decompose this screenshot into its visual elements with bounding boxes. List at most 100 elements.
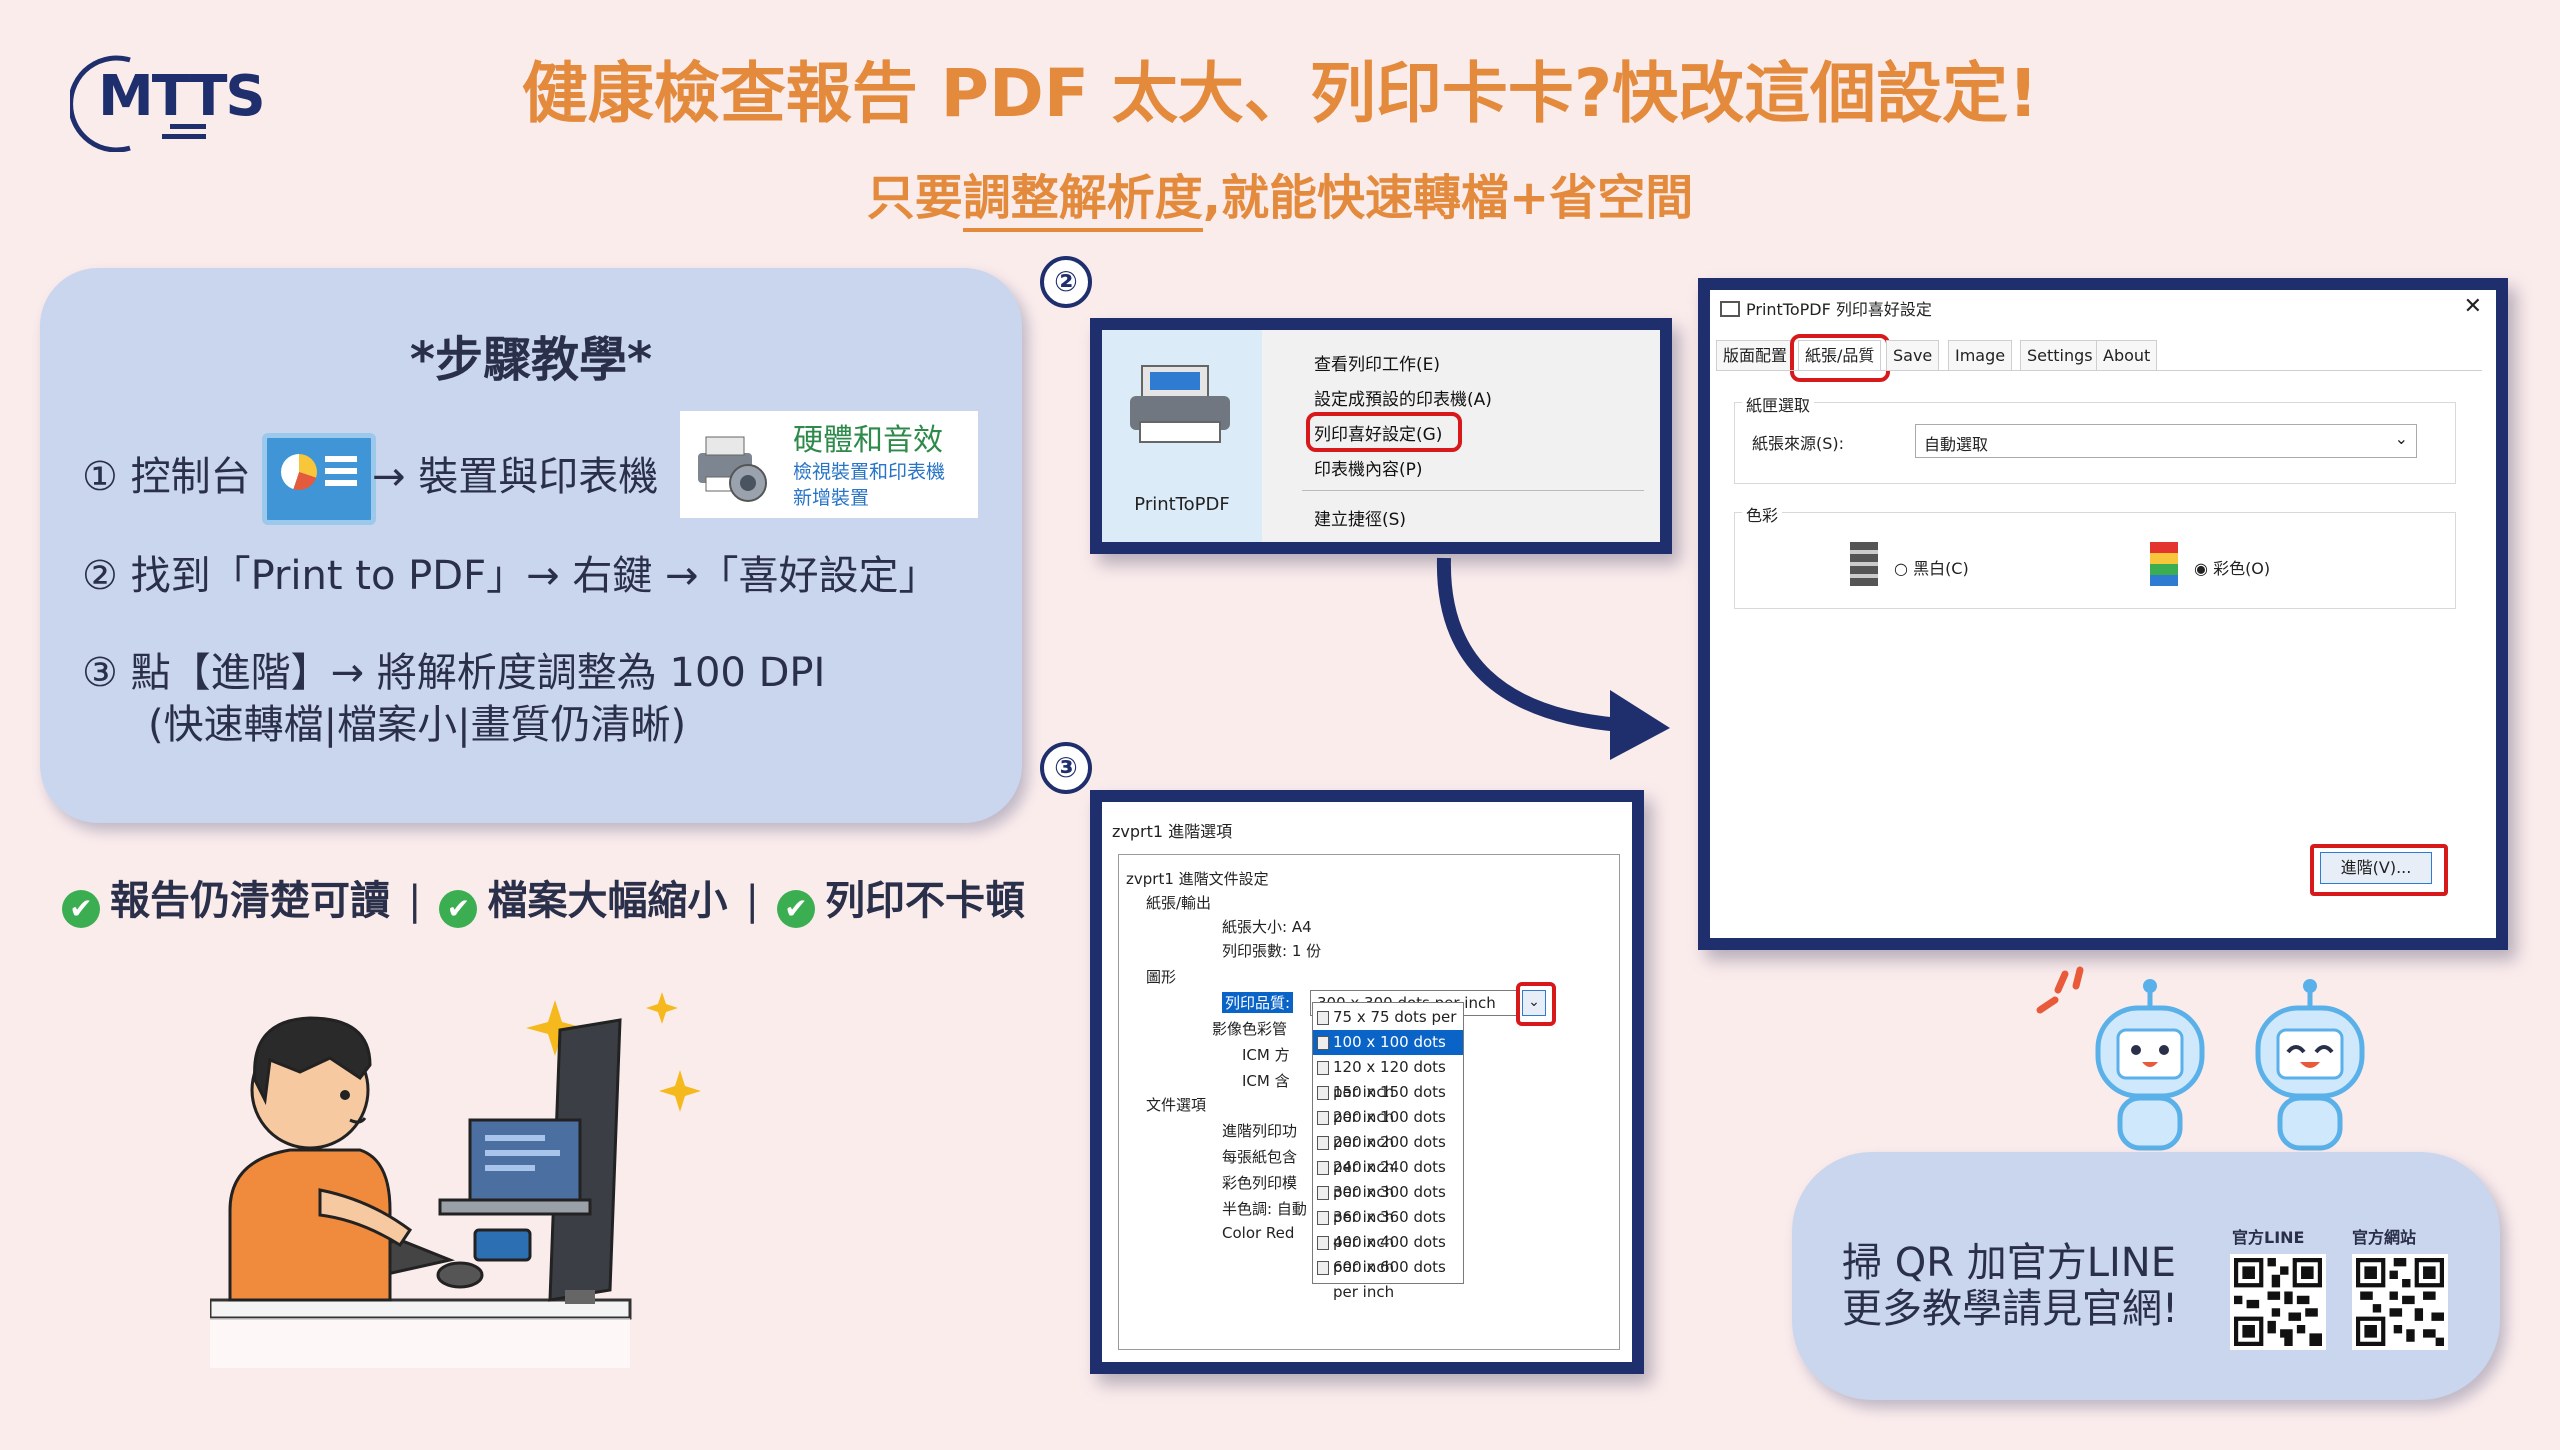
- benefits-row: ✔報告仍清楚可讀|✔檔案大幅縮小|✔列印不卡頓: [62, 868, 1025, 928]
- highlight-box: [1306, 412, 1462, 452]
- bw-radio[interactable]: ○ 黑白(C): [1894, 555, 1969, 579]
- quality-dropdown-list: 75 x 75 dots per inch 100 x 100 dots per…: [1312, 1002, 1464, 1301]
- color-label: 彩色(O): [2213, 559, 2271, 578]
- dpi-option[interactable]: 360 x 360 dots per inch: [1313, 1205, 1463, 1251]
- dialog-title-text: PrintToPDF 列印喜好設定: [1746, 300, 1932, 319]
- dpi-option[interactable]: 200 x 200 dots per inch: [1313, 1130, 1463, 1176]
- preferences-dialog-screenshot: PrintToPDF 列印喜好設定 ✕ 版面配置 紙張/品質 Save Imag…: [1698, 278, 2508, 950]
- advanced-button[interactable]: 進階(V)...: [2320, 852, 2432, 884]
- highlight-box: [2310, 844, 2448, 896]
- tree-graphics[interactable]: 圖形: [1146, 968, 1177, 986]
- devices-printers-tile: 硬體和音效 檢視裝置和印表機 新增裝置: [680, 411, 978, 518]
- step-2-text: ② 找到「Print to PDF」→ 右鍵 →「喜好設定」: [82, 553, 939, 599]
- close-icon[interactable]: ✕: [2463, 294, 2482, 319]
- tab-save[interactable]: Save: [1886, 340, 1940, 371]
- dpi-option[interactable]: 400 x 400 dots per inch: [1313, 1230, 1463, 1276]
- tab-layout[interactable]: 版面配置: [1716, 340, 1795, 371]
- highlight-box: [1790, 334, 1890, 382]
- paper-group-label: 紙匣選取: [1742, 392, 1815, 416]
- chevron-down-icon: ⌄: [2394, 429, 2408, 448]
- dialog-title: PrintToPDF 列印喜好設定: [1720, 296, 1932, 320]
- printer-speaker-icon: [698, 436, 767, 502]
- benefit-2: 檔案大幅縮小: [487, 878, 728, 924]
- tree-paper-size[interactable]: 紙張大小: A4: [1222, 918, 1312, 936]
- tab-settings[interactable]: Settings: [2020, 340, 2100, 371]
- tree-halftone[interactable]: 半色調: 自動: [1222, 1200, 1307, 1218]
- dpi-option-selected[interactable]: 100 x 100 dots per inch: [1313, 1030, 1463, 1076]
- menu-item-printing-preferences[interactable]: 列印喜好設定(G): [1314, 425, 1443, 445]
- tree-icm-method[interactable]: ICM 方: [1242, 1046, 1290, 1064]
- qr-code-line-icon[interactable]: [2230, 1254, 2326, 1350]
- tree-icm-intent[interactable]: ICM 含: [1242, 1072, 1290, 1090]
- qr-code-website-icon[interactable]: [2352, 1254, 2448, 1350]
- qr-card: 掃 QR 加官方LINE 更多教學請見官網! 官方LINE 官方網站: [1792, 1152, 2500, 1400]
- color-group-label: 色彩: [1742, 502, 1783, 526]
- check-icon: ✔: [439, 890, 478, 928]
- advanced-tree: [1118, 854, 1620, 1350]
- menu-divider: [1302, 490, 1644, 491]
- tree-document-options[interactable]: 文件選項: [1146, 1096, 1207, 1114]
- tree-pages-per-sheet[interactable]: 每張紙包含: [1222, 1148, 1298, 1166]
- dpi-option[interactable]: 120 x 120 dots per inch: [1313, 1055, 1463, 1101]
- menu-item-printer-properties[interactable]: 印表機內容(P): [1314, 460, 1423, 480]
- tab-paper-quality[interactable]: 紙張/品質: [1798, 340, 1882, 371]
- boy-at-computer-illustration: [210, 992, 701, 1368]
- step-1-label: ① 控制台: [82, 454, 251, 500]
- paper-source-label: 紙張來源(S):: [1752, 434, 1845, 453]
- steps-heading: *步驟教學*: [409, 332, 653, 388]
- view-devices-link: 檢視裝置和印表機: [793, 461, 946, 483]
- color-radio[interactable]: ◉ 彩色(O): [2194, 555, 2270, 579]
- dpi-option[interactable]: 150 x 150 dots per inch: [1313, 1080, 1463, 1126]
- dpi-option[interactable]: 240 x 240 dots per inch: [1313, 1155, 1463, 1201]
- check-icon: ✔: [776, 890, 815, 928]
- printer-small-icon: [1720, 301, 1740, 317]
- tree-advanced-print[interactable]: 進階列印功: [1222, 1122, 1298, 1140]
- tree-image-color[interactable]: 影像色彩管: [1212, 1020, 1288, 1038]
- divider: |: [408, 878, 422, 924]
- paper-source-select[interactable]: 自動選取 ⌄: [1915, 424, 2417, 458]
- page-title: 健康檢查報告 PDF 太大、列印卡卡?快改這個設定!: [521, 55, 2039, 132]
- menu-item-create-shortcut[interactable]: 建立捷徑(S): [1314, 510, 1407, 530]
- mtts-logo: MTTS: [70, 52, 266, 152]
- paper-group: [1734, 402, 2456, 484]
- dpi-option[interactable]: 75 x 75 dots per inch: [1313, 1005, 1463, 1051]
- add-device-link: 新增裝置: [793, 487, 870, 509]
- dpi-option[interactable]: 300 x 300 dots per inch: [1313, 1180, 1463, 1226]
- menu-item-set-default[interactable]: 設定成預設的印表機(A): [1314, 390, 1492, 410]
- dropdown-chevron-icon[interactable]: ⌄: [1522, 990, 1546, 1016]
- advanced-options-screenshot: zvprt1 進階選項 zvprt1 進階文件設定 紙張/輸出 紙張大小: A4…: [1090, 790, 1644, 1374]
- tree-paper-output[interactable]: 紙張/輸出: [1146, 894, 1212, 912]
- bw-document-icon: [1850, 542, 1878, 586]
- dpi-option[interactable]: 600 x 600 dots per inch: [1313, 1255, 1463, 1301]
- benefit-1: 報告仍清楚可讀: [110, 878, 390, 924]
- tree-color-red[interactable]: Color Red: [1222, 1224, 1295, 1242]
- step-3-text: ③ 點【進階】→ 將解析度調整為 100 DPI: [82, 650, 826, 696]
- subtitle-post: ,就能快速轉檔+省空間: [1202, 170, 1694, 226]
- page-subtitle: 只要調整解析度,就能快速轉檔+省空間: [0, 158, 2560, 232]
- dpi-option[interactable]: 200 x 100 dots per inch: [1313, 1105, 1463, 1151]
- step-1-target: → 裝置與印表機: [372, 454, 659, 500]
- tree-root: zvprt1 進階文件設定: [1126, 870, 1269, 888]
- radio-off-icon: ○: [1894, 559, 1908, 578]
- control-panel-icon: [262, 433, 376, 525]
- subtitle-pre: 只要: [866, 170, 963, 226]
- step-3-note: (快速轉檔|檔案小|畫質仍清晰): [148, 702, 687, 748]
- radio-on-icon: ◉: [2194, 559, 2208, 578]
- highlight-box: [1516, 982, 1556, 1026]
- curved-arrow-icon: [1436, 557, 1670, 760]
- printer-tile: PrintToPDF: [1102, 330, 1262, 542]
- tree-print-quality[interactable]: 列印品質:: [1222, 992, 1294, 1013]
- qr-line-2: 更多教學請見官網!: [1842, 1286, 2179, 1332]
- color-group: [1734, 512, 2456, 609]
- tab-about[interactable]: About: [2096, 340, 2158, 371]
- divider: |: [745, 878, 759, 924]
- steps-card: *步驟教學* ① 控制台 → 裝置與印表機 硬體和音效 檢視裝置和印表機 新增裝…: [40, 268, 1022, 823]
- tree-color-mode[interactable]: 彩色列印模: [1222, 1174, 1298, 1192]
- check-icon: ✔: [62, 890, 100, 928]
- printer-name: PrintToPDF: [1134, 494, 1230, 515]
- hardware-sound-title: 硬體和音效: [793, 423, 943, 458]
- tree-copies[interactable]: 列印張數: 1 份: [1222, 942, 1322, 960]
- menu-item-view-jobs[interactable]: 查看列印工作(E): [1314, 355, 1441, 375]
- printer-icon: [1130, 365, 1230, 443]
- tab-image[interactable]: Image: [1948, 340, 2013, 371]
